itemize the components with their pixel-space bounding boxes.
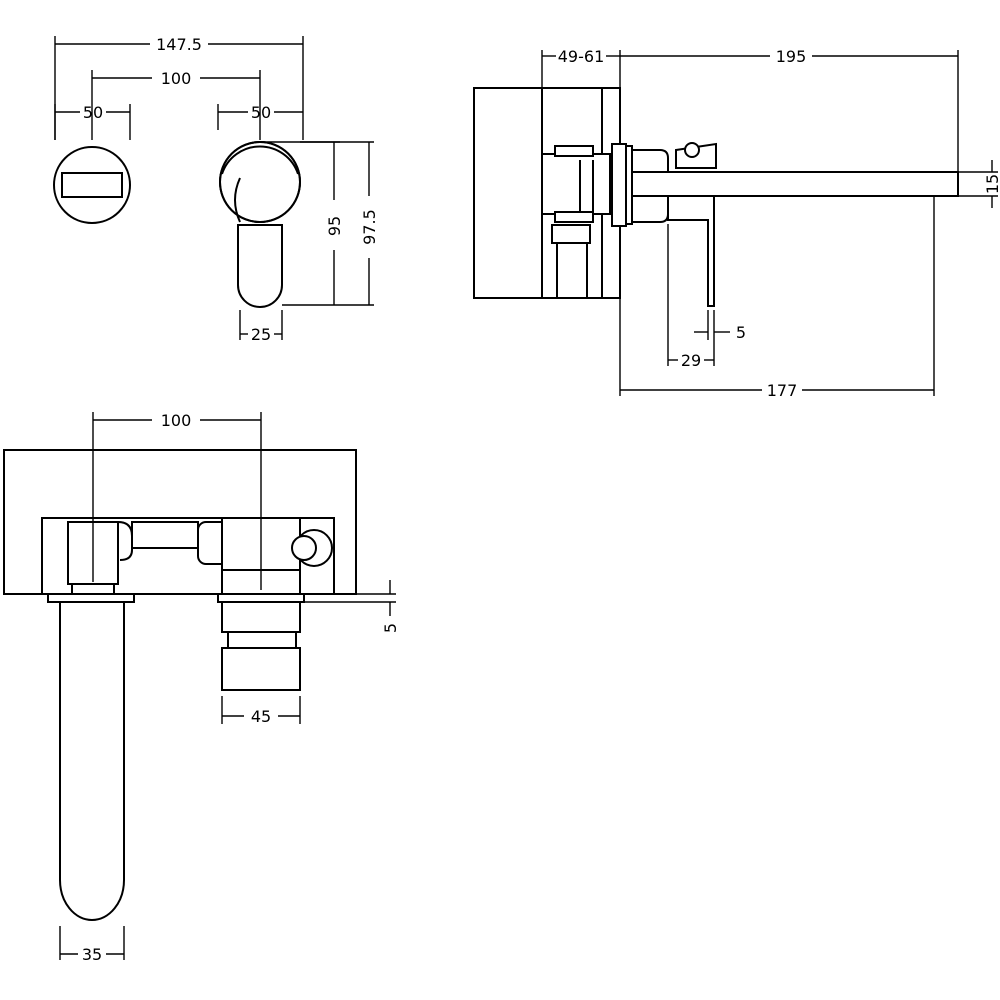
dim-plate-thickness: 5 <box>304 580 400 633</box>
dim-label-right-plate: 50 <box>251 103 271 122</box>
dim-spout-width: 35 <box>59 926 125 964</box>
wall-plate-side <box>611 143 633 227</box>
dim-label-projection: 195 <box>776 47 807 66</box>
mixer-plate <box>219 141 301 308</box>
front-view: 147.5 100 50 50 <box>53 35 379 344</box>
dim-height: 95 <box>258 141 344 306</box>
dim-spout-thickness: 15 <box>958 160 1000 208</box>
dim-label-centres: 100 <box>161 69 192 88</box>
top-view: 100 5 45 35 <box>3 411 400 964</box>
dim-label-wall-depth: 49-61 <box>558 47 605 66</box>
dim-label-cartridge-width: 45 <box>251 707 271 726</box>
dim-label-spout-thickness: 15 <box>983 174 1000 194</box>
lever-top <box>221 601 301 691</box>
spout-top <box>59 601 125 921</box>
dim-left-plate: 50 <box>54 103 131 140</box>
dim-centres-top: 100 <box>92 411 262 590</box>
dim-projection: 195 <box>620 47 959 172</box>
concealed-valve <box>541 145 611 299</box>
diverter-plate <box>53 146 131 224</box>
dim-cartridge-width: 45 <box>221 696 301 726</box>
dim-plate-gap: 5 <box>694 310 746 342</box>
dim-label-centres-top: 100 <box>161 411 192 430</box>
dim-wall-depth: 49-61 <box>541 47 621 144</box>
dim-right-plate: 50 <box>217 103 303 130</box>
dim-plate-height: 97.5 <box>300 141 379 306</box>
dim-label-spout-reach: 177 <box>767 381 798 400</box>
dim-lever-width: 25 <box>239 310 283 344</box>
lever-side <box>631 142 717 307</box>
dim-label-overall-width: 147.5 <box>156 35 202 54</box>
side-view: 49-61 195 15 5 <box>473 47 1000 400</box>
dim-label-height: 95 <box>325 216 344 236</box>
dim-label-left-plate: 50 <box>83 103 103 122</box>
dim-centres: 100 <box>91 69 261 140</box>
dim-label-plate-gap: 5 <box>736 323 746 342</box>
dim-spout-reach: 177 <box>619 196 935 400</box>
dim-label-lever-width: 25 <box>251 325 271 344</box>
spout-side <box>631 171 959 197</box>
wall-plates-top <box>47 593 305 603</box>
dim-label-spout-width: 35 <box>82 945 102 964</box>
dim-label-plate-thickness: 5 <box>381 623 400 633</box>
dim-label-plate-height: 97.5 <box>360 209 379 245</box>
dim-lever-depth: 29 <box>667 224 715 370</box>
dim-label-lever-depth: 29 <box>681 351 701 370</box>
